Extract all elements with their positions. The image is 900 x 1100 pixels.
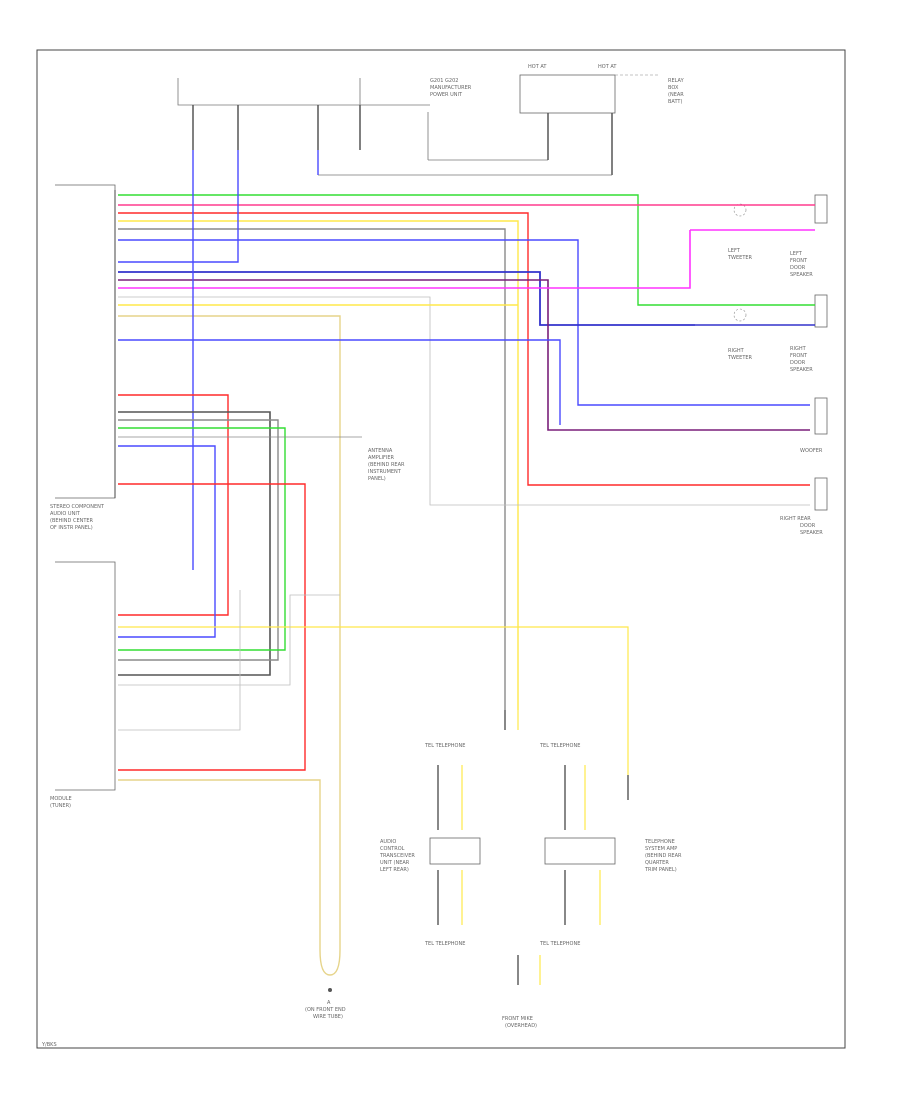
amp-box-label-3: TRANSCEIVER xyxy=(379,853,415,859)
right-rear-door-speaker xyxy=(814,477,828,511)
tel-bot-left-label: TEL TELEPHONE xyxy=(424,941,465,947)
bot-ground-label-2: (ON FRONT END xyxy=(305,1007,346,1013)
lfd-label-4: SPEAKER xyxy=(790,272,813,278)
stereo-unit-label-2: AUDIO UNIT xyxy=(50,511,81,517)
junction-label-line2: MANUFACTURER xyxy=(430,85,472,91)
bot-ground-label-1: A xyxy=(327,1000,331,1006)
amp-box-label-1: AUDIO xyxy=(380,839,396,845)
antenna-label-5: PANEL) xyxy=(368,476,386,482)
lfd-label-2: FRONT xyxy=(790,258,808,264)
bottom-ground: A (ON FRONT END WIRE TUBE) xyxy=(305,949,346,1020)
antenna-label-4: INSTRUMENT xyxy=(368,469,402,475)
relay-label-2: BOX xyxy=(668,85,679,91)
top-power-section: G201 G202 MANUFACTURER POWER UNIT HOT AT… xyxy=(177,64,685,176)
rfd-label-2: FRONT xyxy=(790,353,808,359)
stereo-unit-label-4: OF INSTR PANEL) xyxy=(50,525,93,531)
amp-right-label-1: TELEPHONE xyxy=(644,839,675,845)
tel-top-right-label: TEL TELEPHONE xyxy=(539,743,580,749)
relay-box xyxy=(519,74,616,114)
lfd-label-3: DOOR xyxy=(790,265,806,271)
rfd-label-1: RIGHT xyxy=(790,346,807,352)
woofer-speaker xyxy=(814,397,828,435)
module-label-2: (TUNER) xyxy=(50,803,71,809)
amp-box-label-2: CONTROL xyxy=(380,846,405,852)
amp-box-label-5: LEFT REAR) xyxy=(380,867,409,873)
amp-right-label-3: (BEHIND REAR xyxy=(645,853,682,859)
amp-right-label-5: TRIM PANEL) xyxy=(644,867,677,873)
diagram-frame xyxy=(36,49,846,1049)
relay-label-4: BATT) xyxy=(668,99,682,105)
stereo-audio-unit: STEREO COMPONENT AUDIO UNIT (BEHIND CENT… xyxy=(50,184,116,531)
front-mic-label-1: FRONT MIKE xyxy=(502,1016,533,1022)
tel-top-left-label: TEL TELEPHONE xyxy=(424,743,465,749)
junction-label-line3: POWER UNIT xyxy=(430,92,463,98)
audio-control-unit xyxy=(429,837,481,865)
antenna-label-3: (BEHIND REAR xyxy=(368,462,405,468)
relay-label-3: (NEAR xyxy=(668,92,684,98)
bot-ground-label-3: WIRE TUBE) xyxy=(313,1014,343,1020)
rt-label-1: RIGHT xyxy=(728,348,745,354)
rfd-label-3: DOOR xyxy=(790,360,806,366)
speakers: LEFT FRONT DOOR SPEAKER LEFT TWEETER RIG… xyxy=(690,194,828,536)
amp-right-label-2: SYSTEM AMP xyxy=(645,846,677,852)
antenna-amplifier: ANTENNA AMPLIFIER (BEHIND REAR INSTRUMEN… xyxy=(368,448,405,482)
front-mic-label-2: (OVERHEAD) xyxy=(505,1023,537,1029)
amp-right-label-4: QUARTER xyxy=(645,860,669,866)
rrd-label-2: DOOR xyxy=(800,523,816,529)
rfd-label-4: SPEAKER xyxy=(790,367,813,373)
middle-harness xyxy=(118,394,629,950)
stereo-unit-label-3: (BEHIND CENTER xyxy=(50,518,94,524)
rrd-label-3: SPEAKER xyxy=(800,530,823,536)
stereo-unit-label-1: STEREO COMPONENT xyxy=(50,504,105,510)
footer-code: Y/BKS xyxy=(41,1042,57,1048)
tel-bot-right-label: TEL TELEPHONE xyxy=(539,941,580,947)
amp-box-label-4: UNIT (NEAR xyxy=(380,860,410,866)
right-front-door-speaker xyxy=(814,294,828,328)
telephone-system-amp xyxy=(544,837,616,865)
relay-hot-left: HOT AT xyxy=(528,64,547,70)
module-label-1: MODULE xyxy=(50,796,72,802)
junction-label-line1: G201 G202 xyxy=(430,78,458,84)
upper-harness xyxy=(118,150,810,950)
tuner-module: MODULE (TUNER) xyxy=(50,561,116,809)
rrd-label-1: RIGHT REAR xyxy=(780,516,811,522)
left-front-door-speaker xyxy=(814,194,828,224)
woofer-label: WOOFER xyxy=(800,448,823,454)
relay-label-1: RELAY xyxy=(668,78,685,84)
antenna-label-1: ANTENNA xyxy=(368,448,393,454)
rt-label-2: TWEETER xyxy=(727,355,753,361)
lfd-label-1: LEFT xyxy=(790,251,803,257)
relay-hot-right: HOT AT xyxy=(598,64,617,70)
lt-label-2: TWEETER xyxy=(727,255,753,261)
telephone-section: TEL TELEPHONE TEL TELEPHONE AUDIO CONTRO… xyxy=(379,710,682,1029)
antenna-label-2: AMPLIFIER xyxy=(368,455,395,461)
lt-label-1: LEFT xyxy=(728,248,741,254)
